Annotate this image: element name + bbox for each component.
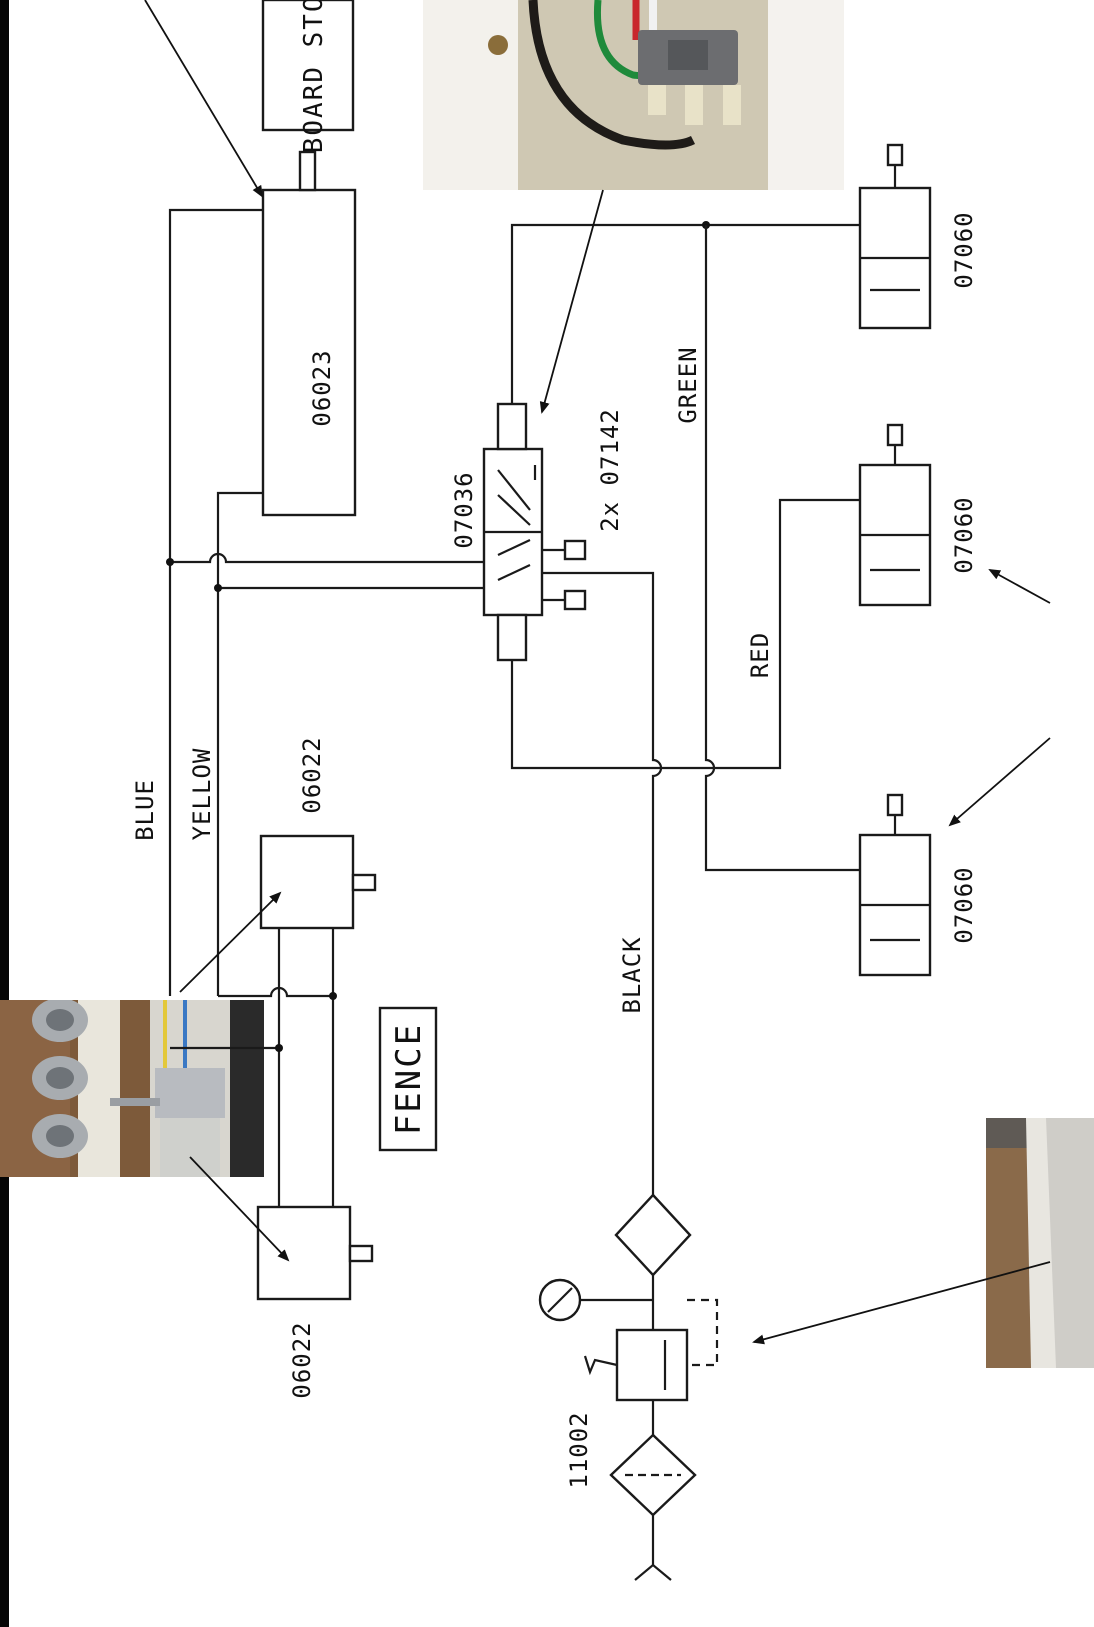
svg-text:06022: 06022	[288, 1321, 316, 1398]
blue-to-valve-line	[170, 552, 484, 564]
fence-label: FENCE	[378, 1006, 438, 1152]
frl-unit: 11002	[538, 1193, 719, 1581]
svg-text:07060: 07060	[950, 211, 978, 288]
svg-text:07060: 07060	[950, 496, 978, 573]
svg-text:GREEN: GREEN	[674, 346, 702, 423]
red-hose: RED	[510, 498, 860, 770]
fence-cylinder-photo	[0, 1000, 264, 1177]
main-valve: 07036 2x 07142	[450, 402, 624, 662]
svg-text:BOARD STOP: BOARD STOP	[299, 0, 329, 153]
valve-cabinet-photo	[423, 0, 844, 190]
svg-text:FENCE: FENCE	[389, 1023, 429, 1135]
push-valve-2: 07060	[858, 423, 978, 607]
svg-text:11002: 11002	[565, 1411, 593, 1488]
svg-text:06023: 06023	[308, 349, 336, 426]
svg-text:BLUE: BLUE	[131, 779, 159, 841]
green-hose: GREEN	[674, 225, 860, 872]
frame-leg-photo	[986, 1118, 1094, 1368]
fence-cylinder-top: 06022	[259, 736, 377, 930]
yellow-hose: YELLOW	[188, 491, 263, 996]
annotation-arrows	[144, 0, 1051, 1345]
svg-text:YELLOW: YELLOW	[188, 748, 216, 841]
svg-text:2x 07142: 2x 07142	[596, 408, 624, 532]
svg-text:07060: 07060	[950, 866, 978, 943]
svg-text:RED: RED	[746, 632, 774, 678]
board-stop-cylinder: 06023	[261, 150, 357, 517]
svg-text:06022: 06022	[298, 736, 326, 813]
svg-text:BLACK: BLACK	[618, 936, 646, 1013]
push-valve-1: 07060	[858, 143, 978, 330]
fence-feed-yellow	[218, 986, 333, 998]
fence-cylinder-bottom: 06022	[256, 1205, 374, 1399]
blue-hose: BLUE	[131, 208, 263, 996]
board-stop-label: BOARD STOP	[261, 0, 355, 153]
svg-text:07036: 07036	[450, 471, 478, 548]
push-valve-3: 07060	[858, 793, 978, 977]
page-edge-bar	[0, 0, 9, 1627]
silencer-icon	[542, 539, 587, 611]
valve-top-line	[510, 223, 860, 404]
black-hose	[542, 571, 663, 1195]
